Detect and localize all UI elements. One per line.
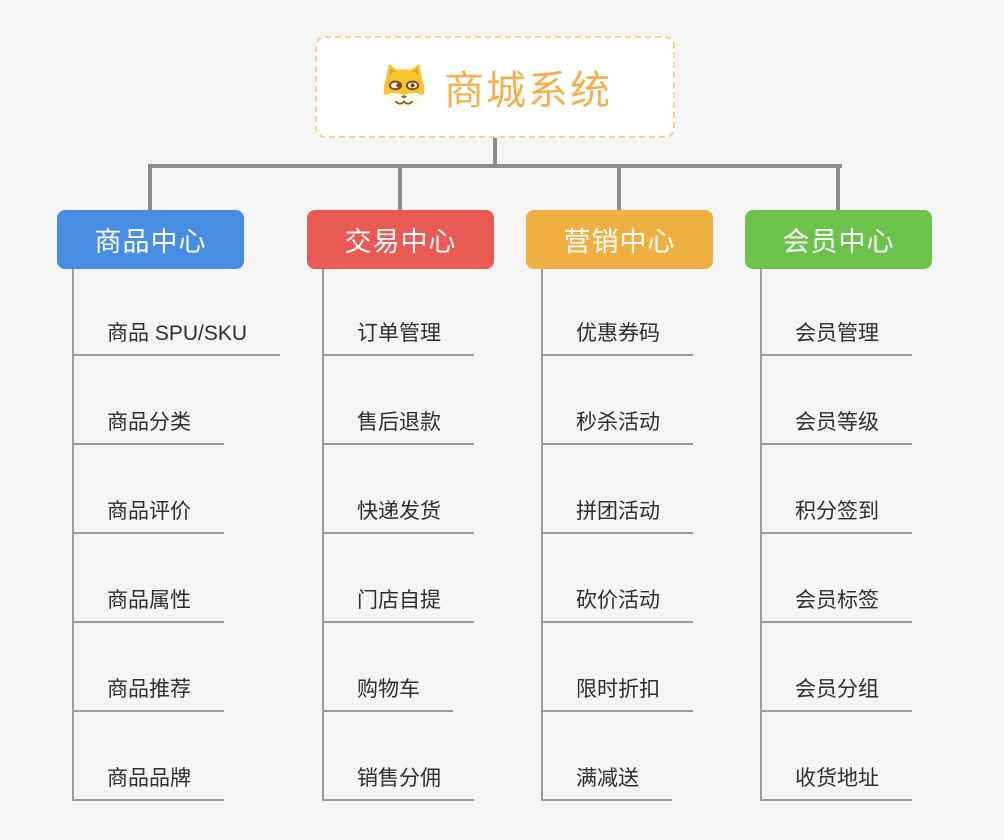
child-node[interactable]: 会员标签: [760, 534, 912, 623]
child-node-label: 优惠券码: [576, 322, 660, 345]
connector-drop-trade: [398, 164, 402, 212]
trunk-trade-center: [322, 269, 324, 801]
child-node[interactable]: 订单管理: [322, 267, 474, 356]
child-node[interactable]: 商品推荐: [72, 623, 224, 712]
child-node-label: 商品品牌: [107, 767, 191, 790]
child-node-label: 快递发货: [357, 500, 441, 523]
root-title: 商城系统: [444, 69, 612, 113]
child-node[interactable]: 优惠券码: [541, 267, 693, 356]
branch-node-member-center[interactable]: 会员中心: [745, 210, 932, 269]
child-node-label: 销售分佣: [357, 767, 441, 790]
connector-drop-product: [148, 164, 152, 212]
children-product-center: 商品 SPU/SKU 商品分类 商品评价 商品属性 商品推荐 商品品牌: [72, 267, 281, 801]
trunk-member-center: [760, 269, 762, 801]
child-node[interactable]: 售后退款: [322, 356, 474, 445]
child-node[interactable]: 会员等级: [760, 356, 912, 445]
child-node-label: 积分签到: [795, 500, 879, 523]
child-node[interactable]: 积分签到: [760, 445, 912, 534]
child-node[interactable]: 销售分佣: [322, 712, 474, 801]
child-node-label: 收货地址: [795, 767, 879, 790]
branch-node-trade-center[interactable]: 交易中心: [307, 210, 494, 269]
child-node-label: 满减送: [576, 767, 639, 790]
child-node[interactable]: 限时折扣: [541, 623, 693, 712]
child-node-label: 会员标签: [795, 589, 879, 612]
branch-node-product-center[interactable]: 商品中心: [57, 210, 244, 269]
child-node-label: 商品分类: [107, 411, 191, 434]
child-node[interactable]: 秒杀活动: [541, 356, 693, 445]
connector-drop-member: [836, 164, 840, 212]
child-node-label: 订单管理: [357, 322, 441, 345]
child-node[interactable]: 拼团活动: [541, 445, 693, 534]
child-node-label: 会员等级: [795, 411, 879, 434]
child-node-label: 商品推荐: [107, 678, 191, 701]
child-node[interactable]: 会员管理: [760, 267, 912, 356]
child-node[interactable]: 商品属性: [72, 534, 224, 623]
child-node-label: 商品评价: [107, 500, 191, 523]
child-node[interactable]: 商品品牌: [72, 712, 224, 801]
child-node[interactable]: 会员分组: [760, 623, 912, 712]
child-node[interactable]: 商品 SPU/SKU: [72, 267, 281, 356]
trunk-marketing-center: [541, 269, 543, 801]
trunk-product-center: [72, 269, 74, 801]
child-node-label: 商品 SPU/SKU: [107, 322, 248, 345]
child-node[interactable]: 砍价活动: [541, 534, 693, 623]
child-node-label: 秒杀活动: [576, 411, 660, 434]
child-node-label: 商品属性: [107, 589, 191, 612]
children-trade-center: 订单管理 售后退款 快递发货 门店自提 购物车 销售分佣: [322, 267, 474, 801]
child-node-label: 会员分组: [795, 678, 879, 701]
connector-drop-marketing: [617, 164, 621, 212]
root-node[interactable]: 商城系统: [315, 36, 675, 138]
child-node-label: 拼团活动: [576, 500, 660, 523]
children-member-center: 会员管理 会员等级 积分签到 会员标签 会员分组 收货地址: [760, 267, 912, 801]
children-marketing-center: 优惠券码 秒杀活动 拼团活动 砍价活动 限时折扣 满减送: [541, 267, 693, 801]
child-node-label: 门店自提: [357, 589, 441, 612]
child-node-label: 会员管理: [795, 322, 879, 345]
child-node-label: 限时折扣: [576, 678, 660, 701]
child-node[interactable]: 快递发货: [322, 445, 474, 534]
child-node[interactable]: 购物车: [322, 623, 453, 712]
child-node-label: 售后退款: [357, 411, 441, 434]
shiba-dog-icon: [383, 64, 425, 110]
branch-node-marketing-center[interactable]: 营销中心: [526, 210, 713, 269]
child-node[interactable]: 商品评价: [72, 445, 224, 534]
child-node[interactable]: 商品分类: [72, 356, 224, 445]
child-node[interactable]: 门店自提: [322, 534, 474, 623]
child-node-label: 购物车: [357, 678, 420, 701]
connector-horizontal: [148, 164, 842, 168]
connector-root-stub: [493, 137, 497, 166]
child-node[interactable]: 收货地址: [760, 712, 912, 801]
child-node[interactable]: 满减送: [541, 712, 672, 801]
child-node-label: 砍价活动: [576, 589, 660, 612]
